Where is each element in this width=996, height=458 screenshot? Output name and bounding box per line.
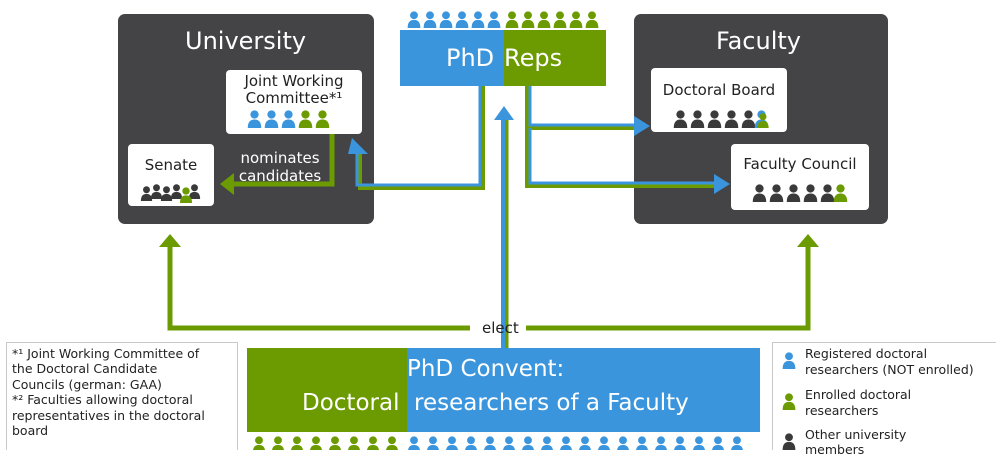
joint-committee-label-2: Committee*¹ [226,90,362,107]
nominates-label-1: nominates [232,149,328,167]
nominate-label-2: candidates [540,164,624,182]
convent-line2-part2: researchers of a Faculty [414,390,689,416]
phd-convent-box-blue-corner [700,348,760,432]
nominates-label-2: candidates [232,167,328,185]
footnote-2-line3: board [12,423,48,439]
legend-enrolled-1: Enrolled doctoral [805,387,911,403]
legend-registered-icon [783,352,796,369]
faculty-title: Faculty [716,27,801,55]
elect-label: elect [482,319,519,337]
delegate2-label: delegate*² [535,103,614,121]
legend-enrolled-icon [783,393,796,410]
footnote-1-line3: Councils (german: GAA) [12,377,162,393]
doctoral-board-label: Doctoral Board [651,82,787,99]
convent-people [253,436,744,450]
convent-line1: PhD Convent: [407,356,564,382]
legend-registered-2: researchers (NOT enrolled) [805,362,974,378]
phd-reps-label-part2: Reps [504,44,562,72]
delegate-label: delegate [388,166,454,184]
senate-label: Senate [128,157,214,174]
footnote-1-line2: the Doctoral Candidate [12,361,157,377]
joint-committee-label-1: Joint Working [226,73,362,90]
legend-registered-1: Registered doctoral [805,346,927,362]
faculty-council-label: Faculty Council [731,156,869,173]
legend-other-1: Other university [805,427,906,443]
footnote-2-line2: representatives in the doctoral [12,408,205,424]
legend-enrolled-2: researchers [805,403,878,419]
nominate-label-1: nominate [540,145,624,163]
phd-reps-label-part1: PhD [446,44,494,72]
elect-arrow [159,234,819,328]
footnote-1-line1: *¹ Joint Working Committee of [12,346,199,362]
convent-to-reps-arrow [494,106,514,348]
footnote-2-line1: *² Faculties allowing doctoral [12,392,193,408]
university-title: University [185,27,306,55]
phd-reps-people [408,11,599,28]
legend-other-icon [783,433,796,450]
convent-line2-part1: Doctoral [302,390,399,416]
